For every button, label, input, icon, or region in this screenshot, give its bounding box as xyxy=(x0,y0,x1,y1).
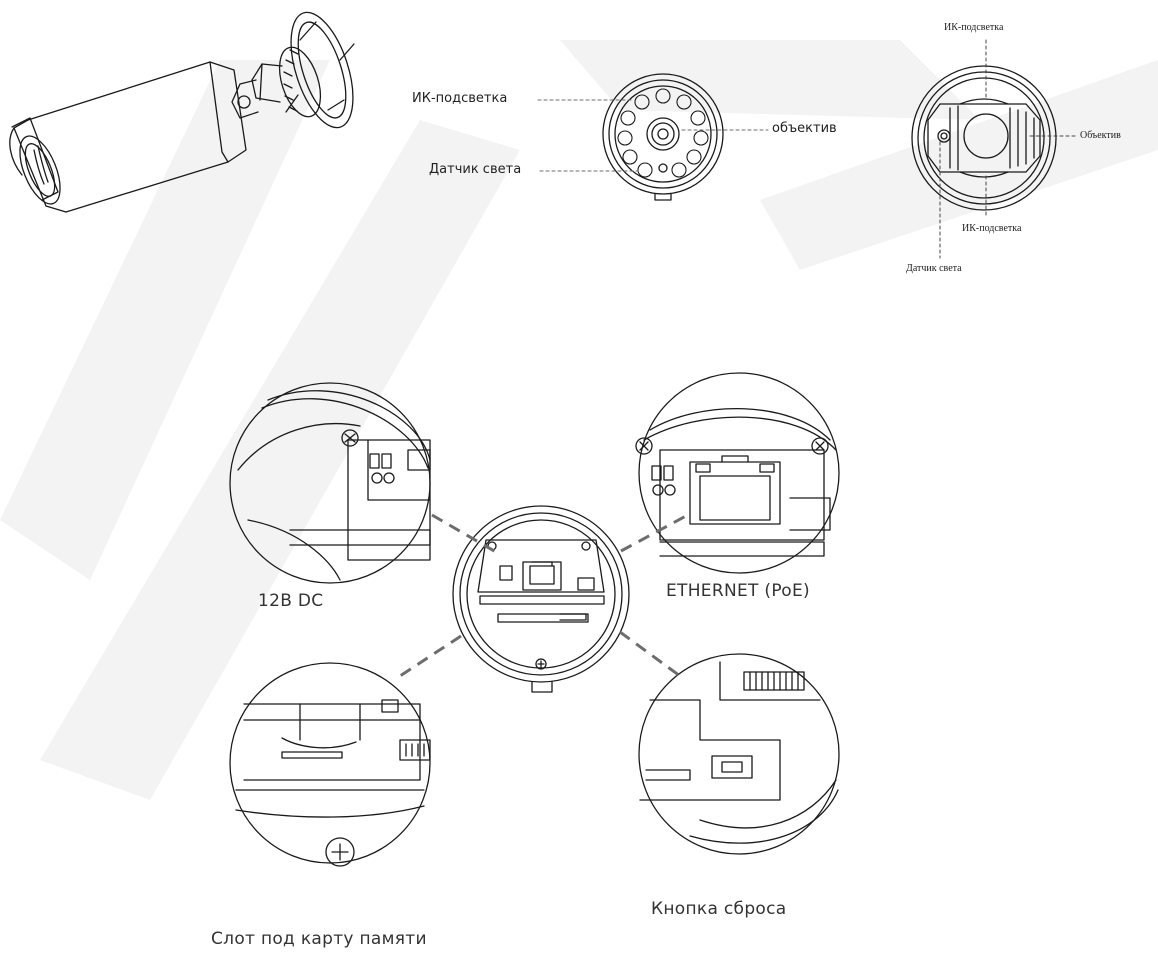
power-12v-dc-label: 12В DC xyxy=(258,591,324,611)
ethernet-poe-label: ETHERNET (PoE) xyxy=(666,581,810,601)
memory-slot-zoom xyxy=(229,662,431,867)
alt-front-view-illustration xyxy=(911,65,1057,211)
alt-ir-top-label: ИК-подсветка xyxy=(944,22,1004,33)
ir-illumination-label: ИК-подсветка xyxy=(412,91,508,106)
memory-card-slot-label: Слот под карту памяти xyxy=(211,929,427,949)
front-view-illustration xyxy=(602,73,724,201)
lens-label: объектив xyxy=(772,121,837,136)
alt-ir-bottom-label: ИК-подсветка xyxy=(962,223,1022,234)
alt-light-sensor-label: Датчик света xyxy=(906,263,962,274)
camera-body-illustration xyxy=(9,11,355,213)
alt-lens-label: Объектив xyxy=(1080,130,1121,141)
ethernet-port-zoom xyxy=(635,372,840,574)
reset-button-label: Кнопка сброса xyxy=(651,899,787,919)
light-sensor-label: Датчик света xyxy=(429,162,522,177)
power-connector-zoom xyxy=(229,382,431,584)
reset-button-zoom xyxy=(638,653,840,855)
rear-view-illustration xyxy=(452,505,630,693)
